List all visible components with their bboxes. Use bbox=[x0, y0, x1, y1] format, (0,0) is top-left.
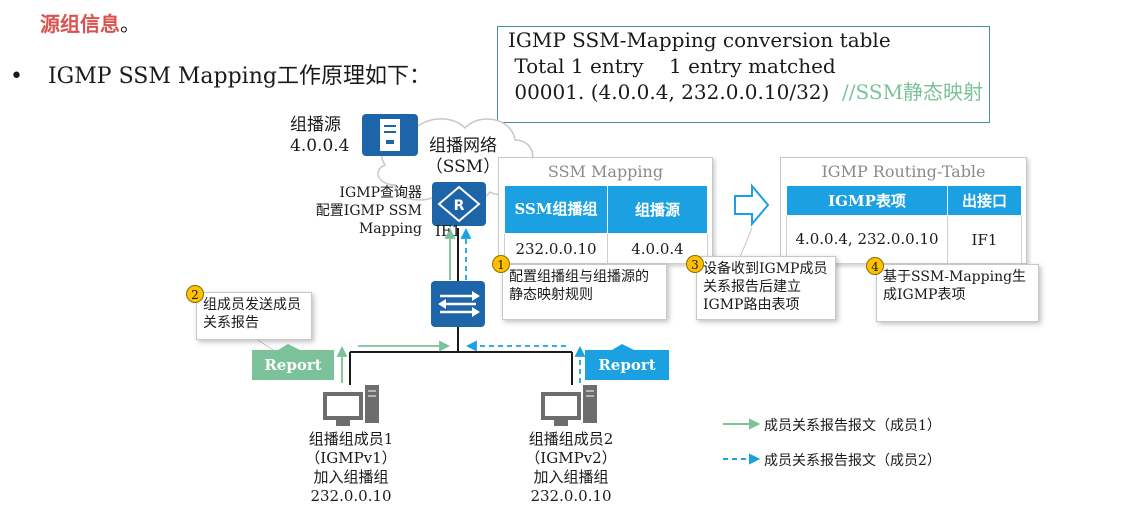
heading-text: 源组信息 bbox=[40, 12, 120, 36]
member1-line-1: 组播组成员1 bbox=[308, 430, 394, 448]
source-ip: 4.0.0.4 bbox=[290, 136, 350, 156]
report-right-pointer bbox=[612, 344, 634, 350]
igmp-routing-title: IGMP Routing-Table bbox=[821, 162, 986, 181]
bullet-line: • IGMP SSM Mapping工作原理如下： bbox=[10, 58, 431, 90]
heading-tail: 。 bbox=[120, 12, 140, 36]
member2-line-1: 组播组成员2 bbox=[528, 430, 614, 448]
switch-icon bbox=[431, 281, 485, 327]
member1-label: 组播组成员1 （IGMPv1） 加入组播组 232.0.0.10 bbox=[286, 430, 416, 506]
igmp-col-entry: IGMP表项 bbox=[786, 185, 948, 216]
ssm-col-group: SSM组播组 bbox=[504, 185, 608, 234]
querier-line-2: 配置IGMP SSM bbox=[315, 203, 422, 219]
member1-line-2: （IGMPv1） bbox=[305, 449, 397, 467]
router-icon: R bbox=[432, 182, 486, 226]
igmp-cell-entry: 4.0.0.4, 232.0.0.10 bbox=[786, 215, 948, 264]
ssm-col-source: 组播源 bbox=[607, 185, 708, 234]
querier-line-1: IGMP查询器 bbox=[339, 185, 422, 201]
querier-label: IGMP查询器 配置IGMP SSM Mapping bbox=[290, 184, 422, 238]
network-name: 组播网络 bbox=[429, 136, 497, 156]
step-badge-1: 1 bbox=[492, 255, 510, 273]
conv-line-3: 00001. (4.0.0.4, 232.0.0.10/32) bbox=[508, 80, 830, 104]
report-tag-member2: Report bbox=[585, 350, 669, 380]
callout-4: 基于SSM-Mapping生成IGMP表项 bbox=[876, 264, 1039, 322]
ssm-conversion-box: IGMP SSM-Mapping conversion table Total … bbox=[497, 26, 990, 123]
report-path-member2 bbox=[460, 227, 586, 383]
callout-2-text: 组成员发送成员关系报告 bbox=[203, 297, 301, 331]
conv-line-1: IGMP SSM-Mapping conversion table bbox=[508, 28, 891, 52]
report-tag-member1: Report bbox=[252, 350, 334, 380]
member2-line-3: 加入组播组 bbox=[533, 468, 609, 486]
member1-line-3: 加入组播组 bbox=[313, 468, 389, 486]
step-badge-2: 2 bbox=[186, 285, 204, 303]
callout-3: 设备收到IGMP成员关系报告后建立IGMP路由表项 bbox=[696, 256, 836, 320]
report-left-pointer bbox=[278, 344, 300, 350]
conversion-arrow-icon bbox=[734, 183, 770, 227]
querier-line-3: Mapping bbox=[358, 221, 422, 237]
section-heading: 源组信息。 bbox=[40, 8, 140, 37]
svg-text:R: R bbox=[454, 198, 465, 214]
callout-1: 配置组播组与组播源的静态映射规则 bbox=[502, 264, 667, 320]
igmp-routing-table: IGMP表项 出接口 4.0.0.4, 232.0.0.10 IF1 bbox=[786, 185, 1022, 264]
ssm-mapping-panel: SSM Mapping SSM组播组 组播源 232.0.0.10 4.0.0.… bbox=[498, 157, 713, 264]
ssm-mapping-table: SSM组播组 组播源 232.0.0.10 4.0.0.4 bbox=[504, 185, 708, 264]
callout-1-text: 配置组播组与组播源的静态映射规则 bbox=[509, 269, 649, 303]
callout-3-text: 设备收到IGMP成员关系报告后建立IGMP路由表项 bbox=[703, 261, 828, 313]
member2-label: 组播组成员2 （IGMPv2） 加入组播组 232.0.0.10 bbox=[506, 430, 636, 506]
callout3-leader bbox=[739, 227, 753, 258]
ssm-mapping-title: SSM Mapping bbox=[547, 162, 664, 181]
server-icon bbox=[362, 114, 418, 156]
legend-item-member1: 成员关系报告报文（成员1） bbox=[764, 418, 941, 434]
member2-line-2: （IGMPv2） bbox=[525, 449, 617, 467]
bullet-marker: • bbox=[10, 64, 23, 89]
legend-item-member2: 成员关系报告报文（成员2） bbox=[764, 453, 941, 469]
interface-label: IF1 bbox=[435, 222, 461, 240]
source-label: 组播源 4.0.0.4 bbox=[290, 115, 349, 157]
legend-dashed-swatch bbox=[723, 453, 761, 465]
igmp-cell-interface: IF1 bbox=[947, 215, 1022, 264]
network-mode: （SSM） bbox=[425, 157, 501, 177]
igmp-routing-panel: IGMP Routing-Table IGMP表项 出接口 4.0.0.4, 2… bbox=[780, 157, 1027, 264]
member1-line-4: 232.0.0.10 bbox=[310, 487, 392, 505]
conv-comment: //SSM静态映射 bbox=[842, 80, 984, 104]
step-badge-3: 3 bbox=[686, 255, 704, 273]
callout-2: 组成员发送成员关系报告 bbox=[196, 292, 312, 340]
report-path-member1 bbox=[336, 227, 456, 383]
igmp-col-interface: 出接口 bbox=[947, 185, 1022, 216]
step-badge-4: 4 bbox=[866, 257, 884, 275]
source-name: 组播源 bbox=[290, 115, 341, 135]
pc-icon bbox=[323, 385, 379, 426]
conv-line-2: Total 1 entry 1 entry matched bbox=[508, 54, 836, 78]
member2-line-4: 232.0.0.10 bbox=[530, 487, 612, 505]
bullet-text: IGMP SSM Mapping工作原理如下： bbox=[47, 64, 431, 89]
ssm-cell-group: 232.0.0.10 bbox=[504, 233, 608, 264]
callout-4-text: 基于SSM-Mapping生成IGMP表项 bbox=[883, 269, 1027, 303]
pc-icon bbox=[541, 385, 597, 426]
legend-solid-swatch bbox=[723, 418, 761, 430]
network-label: 组播网络 （SSM） bbox=[418, 136, 508, 178]
